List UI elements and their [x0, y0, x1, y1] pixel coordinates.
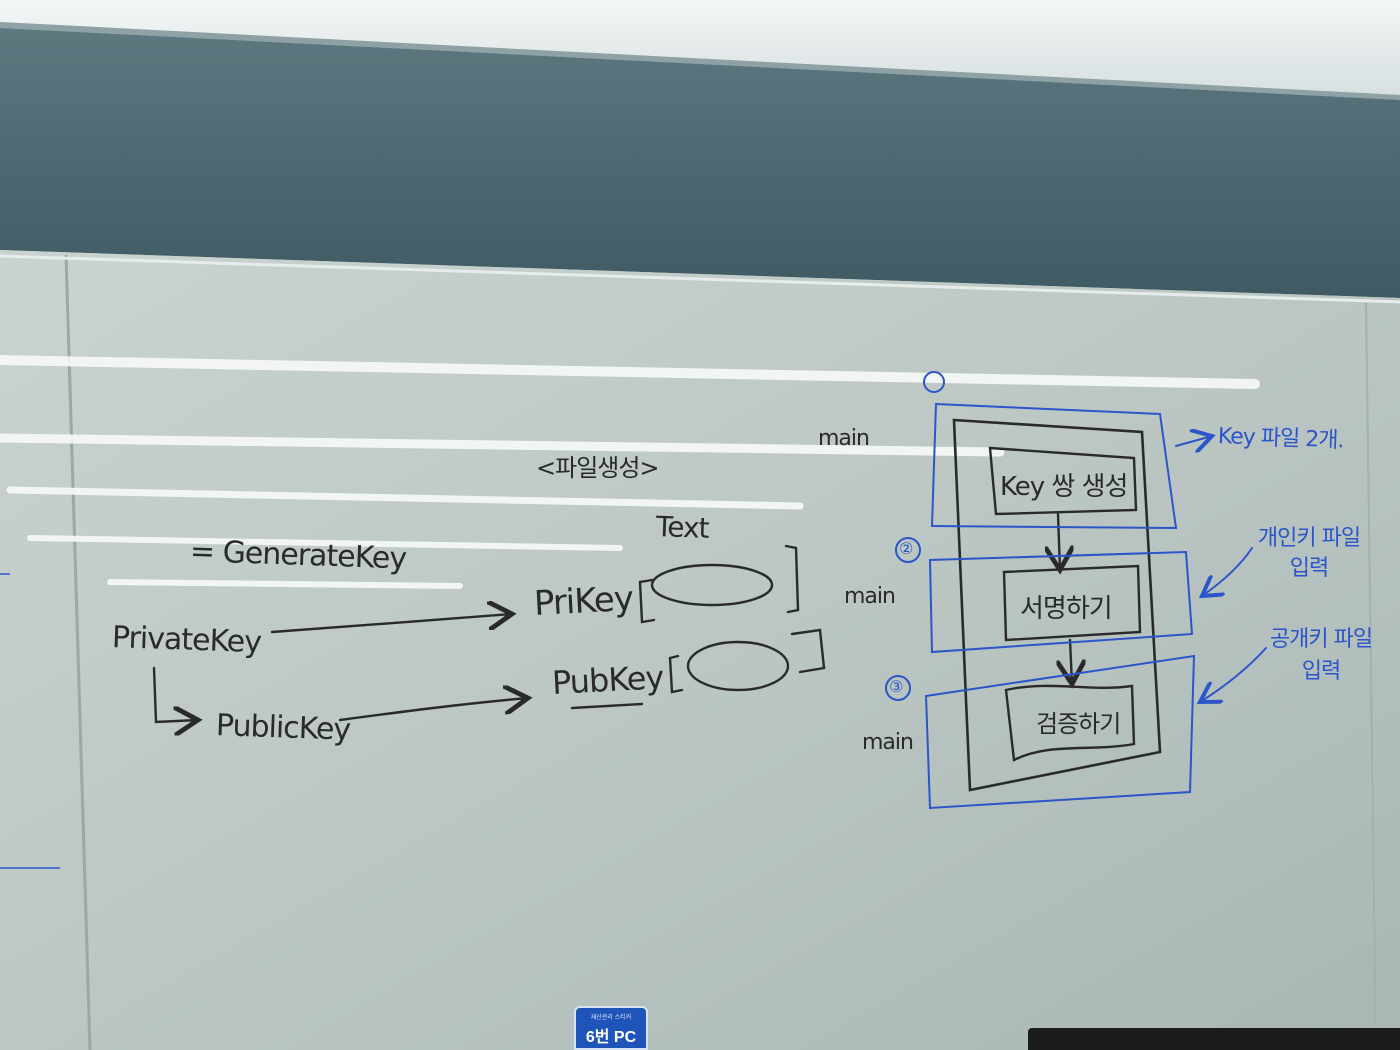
- step2-main-label: main: [844, 584, 896, 609]
- ceiling-light: [0, 0, 1400, 95]
- verify-box: [1004, 684, 1136, 762]
- black-ink-strokes: [152, 418, 1162, 792]
- keygen-box: [988, 446, 1138, 516]
- step1-circle: [923, 371, 945, 393]
- prikey-label: PriKey: [532, 578, 634, 624]
- sign-box: [1002, 564, 1142, 642]
- text-label: Text: [655, 510, 710, 545]
- arrow-public-to-pubkey: [338, 698, 528, 722]
- prikey-oval: [650, 563, 774, 607]
- asset-sticker: 재산관리 스티커 6번 PC: [574, 1006, 648, 1050]
- flow-outer-box: [952, 418, 1162, 792]
- step3-note: 공개키 파일 입력: [1269, 627, 1373, 684]
- monitor-edge: [1028, 1028, 1400, 1050]
- step1-box-text: Key 쌍 생성: [1000, 472, 1128, 502]
- arrow-private-to-public: [152, 666, 198, 722]
- file-creation-heading: <파일생성>: [536, 454, 660, 482]
- generate-key-label: = GenerateKey: [189, 534, 407, 577]
- step3-circle: [885, 675, 911, 701]
- step1-main-label: main: [818, 426, 870, 451]
- step1-box: [930, 402, 1178, 530]
- step3-box-text: 검증하기: [1036, 710, 1121, 738]
- step2-note: 개인키 파일 입력: [1257, 526, 1361, 581]
- step3-main-label: main: [862, 730, 914, 755]
- asset-sticker-label: 6번 PC: [585, 1029, 637, 1046]
- step2-box-text: 서명하기: [1020, 594, 1113, 624]
- arrow-private-to-prikey: [270, 614, 512, 634]
- step1-note: Key 파일 2개.: [1217, 424, 1344, 454]
- asset-sticker-caption: 재산관리 스티커: [590, 1014, 632, 1021]
- step3-box: [924, 654, 1196, 810]
- pubkey-label: PubKey: [551, 658, 665, 702]
- pubkey-oval: [686, 640, 790, 692]
- step2-circle: [895, 537, 921, 563]
- wall-band: [0, 28, 1400, 298]
- step2-number: ②: [899, 539, 913, 558]
- step2-box: [928, 550, 1194, 654]
- blue-ink-strokes: [885, 371, 1267, 810]
- private-key-label: PrivateKey: [111, 620, 262, 661]
- light-reflections: [0, 355, 1260, 589]
- step3-number: ③: [889, 677, 903, 696]
- public-key-label: PublicKey: [215, 708, 351, 748]
